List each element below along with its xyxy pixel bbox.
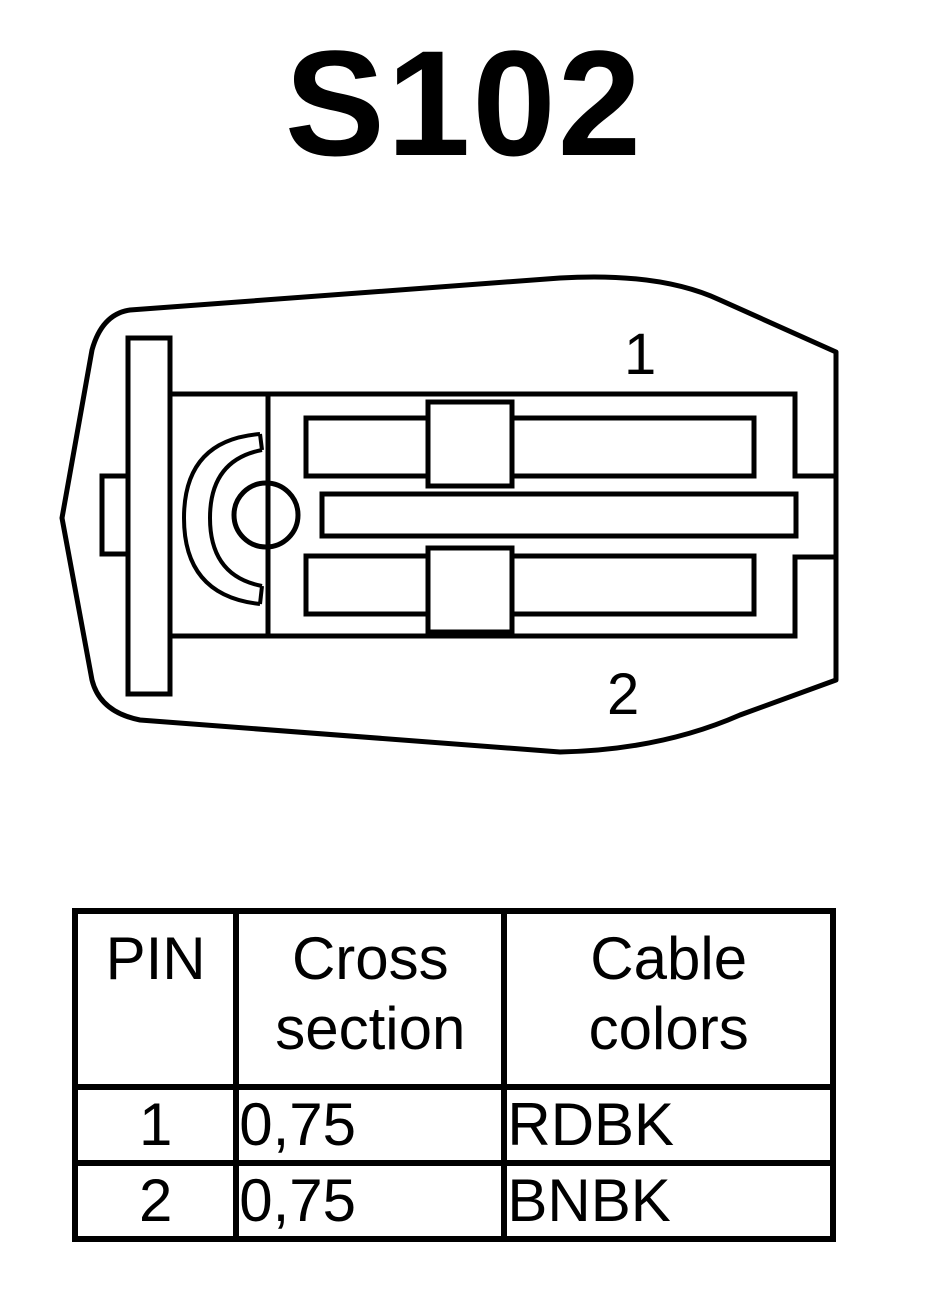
cell-cable-color: RDBK xyxy=(501,1084,836,1166)
terminal-slot-2 xyxy=(303,553,757,617)
latch-tab xyxy=(99,473,131,557)
arch-cap-bottom xyxy=(258,585,264,605)
header-color-line2: colors xyxy=(588,995,749,1062)
table-header-row: PIN Cross section Cable colors xyxy=(71,908,836,1090)
header-cross-section: Cross section xyxy=(233,908,508,1090)
terminal-contact-2 xyxy=(425,545,515,635)
header-color-line1: Cable xyxy=(590,925,748,992)
connector-housing-outline xyxy=(59,274,839,755)
header-cable-colors: Cable colors xyxy=(501,908,836,1090)
cell-cable-color: BNBK xyxy=(501,1160,836,1242)
cell-pin: 1 xyxy=(71,1084,240,1166)
terminal-slot-1 xyxy=(303,415,757,479)
cell-pin: 2 xyxy=(71,1160,240,1242)
coding-arch-outer xyxy=(181,432,261,606)
table-row: 1 0,75 RDBK xyxy=(71,1084,836,1166)
center-key-rail xyxy=(319,491,799,539)
cell-cross-section: 0,75 xyxy=(233,1160,508,1242)
table-row: 2 0,75 BNBK xyxy=(71,1160,836,1242)
locking-latch-bar xyxy=(125,335,173,697)
mounting-hole xyxy=(231,480,301,550)
header-cross-line2: section xyxy=(275,995,466,1062)
cell-cross-section: 0,75 xyxy=(233,1084,508,1166)
connector-inner-frame xyxy=(170,391,836,639)
pin-label-2: 2 xyxy=(607,662,639,727)
header-pin: PIN xyxy=(71,908,240,1090)
pin-assignment-table: PIN Cross section Cable colors 1 0,75 RD… xyxy=(71,908,836,1242)
pin-label-1: 1 xyxy=(624,322,656,387)
terminal-contact-1 xyxy=(425,399,515,489)
header-pin-label: PIN xyxy=(105,925,206,992)
arch-cap-top xyxy=(258,433,264,451)
connector-title: S102 xyxy=(284,19,644,187)
header-cross-line1: Cross xyxy=(291,925,449,992)
coding-arch-inner xyxy=(207,448,263,588)
connector-diagram: 1 2 xyxy=(59,274,839,755)
